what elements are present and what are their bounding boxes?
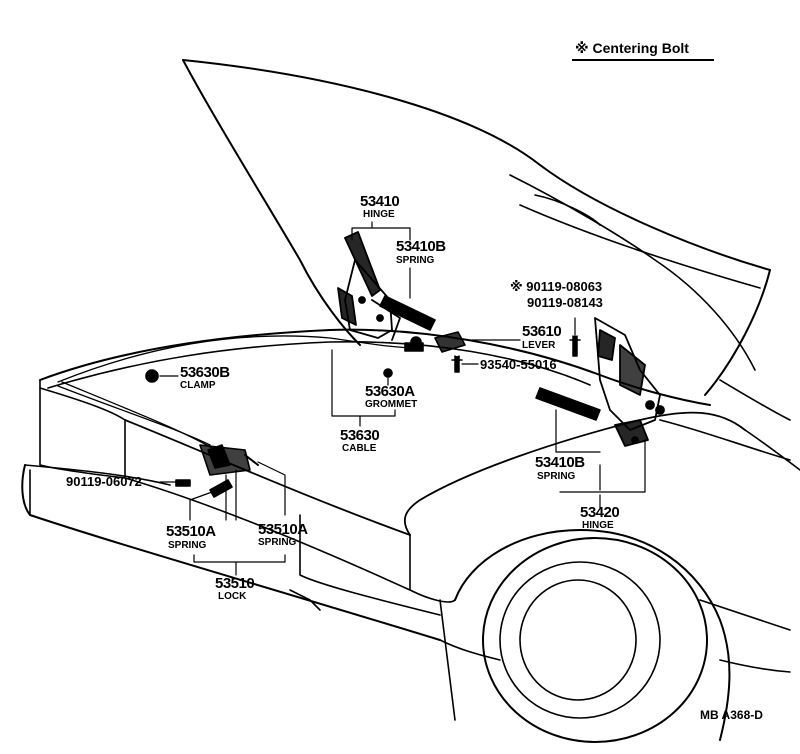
part-53420-number: 53420 [580,504,620,521]
hood-lock [199,444,259,498]
diagram-reference-code: MB A368-D [700,708,763,722]
part-53630b-name: CLAMP [180,380,216,391]
part-53630-number: 53630 [340,427,380,444]
part-53630-name: CABLE [342,443,377,454]
part-53510a-right-number: 53510A [258,521,308,538]
bolts [175,335,581,487]
part-90119-08063-number: ※ 90119-08063 [510,279,603,294]
upper-hinge [337,231,401,341]
grommet [383,368,393,378]
part-53410b-lower-number: 53410B [535,454,585,471]
part-53510a-right-name: SPRING [258,537,297,548]
part-53420-name: HINGE [582,520,614,531]
right-hinge [594,317,665,447]
part-53630b-number: 53630B [180,364,230,381]
windshield [509,174,791,421]
leader-lines [159,221,646,576]
part-53610-number: 53610 [522,323,562,340]
right-spring [535,387,601,421]
part-53410b-upper-number: 53410B [396,238,446,255]
part-53630a-number: 53630A [365,383,415,400]
part-53510a-left-number: 53510A [166,523,216,540]
part-90119-06072-number: 90119-06072 [66,474,142,489]
part-53410-name: HINGE [363,209,395,220]
part-53410b-lower-name: SPRING [537,471,576,482]
release-cable [57,335,424,449]
part-53410b-upper-name: SPRING [396,255,435,266]
hood-panel [182,59,771,396]
part-53510a-left-name: SPRING [168,540,207,551]
part-53510-name: LOCK [218,591,247,602]
part-53610-name: LEVER [522,340,556,351]
upper-spring [379,295,436,331]
part-53410-number: 53410 [360,193,400,210]
centering-bolt-legend: ※ Centering Bolt [575,40,689,56]
release-lever [434,331,466,353]
car-body [21,328,800,743]
legend-underline [572,59,714,61]
part-90119-08143-number: 90119-08143 [527,295,603,310]
part-93540-55016-number: 93540-55016 [480,357,557,372]
part-53630a-name: GROMMET [365,399,418,410]
part-53510-number: 53510 [215,575,255,592]
